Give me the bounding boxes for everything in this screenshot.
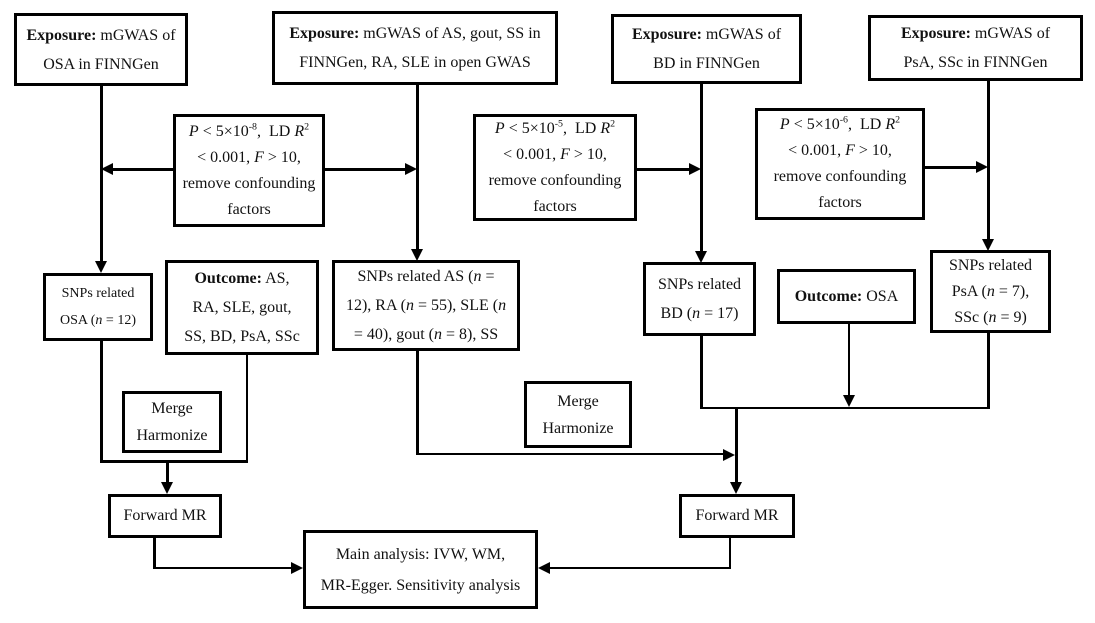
text-line: 12), RA (n = 55), SLE (n [345,297,507,314]
text-line: Harmonize [542,419,614,437]
snps-related-osa-box: SNPs related OSA (n = 12) [43,273,153,341]
text-line: PsA, SSc in FINNGen [903,54,1048,71]
merge-harmonize-box-right: Merge Harmonize [524,381,632,448]
line-forward-mr-right-down [728,538,731,569]
arrowhead-into-forward-mr-right [730,482,742,494]
text-line: P < 5×10-6, LD R2 [779,114,901,133]
exposure-psa-ssc-box: Exposure: mGWAS of PsA, SSc in FINNGen [868,15,1083,81]
arrow-filter3-to-psa-line [925,166,976,169]
line-snps-psa-down [987,333,990,409]
arrow-forward-mr-right-to-main [550,566,731,569]
text-line: OSA in FINNGen [43,55,159,73]
arrowhead-snps-as-to-bus [723,449,735,461]
line-forward-mr-left-down [153,538,156,569]
text-line: SSc (n = 9) [954,308,1027,326]
line-exposure-psa-down [987,81,990,240]
text-line: Outcome: OSA [794,287,899,305]
line-outcome-as-down [245,355,248,463]
text-line: SNPs related [61,286,135,301]
arrowhead-into-main-left [291,562,303,574]
text-line: BD in FINNGen [653,55,760,72]
text-line: FINNGen, RA, SLE in open GWAS [299,54,531,71]
text-line: Exposure: mGWAS of [26,26,176,44]
exposure-bd-box: Exposure: mGWAS of BD in FINNGen [611,14,802,84]
arrowhead-filter1-left [101,163,113,175]
text-line: remove confounding [773,168,907,185]
line-outcome-osa-down [847,324,850,396]
text-line: Forward MR [695,507,779,524]
text-line: factors [533,197,577,215]
text-line: Merge [151,400,193,417]
arrowhead-into-snps-bd [695,251,707,263]
arrowhead-into-snps-osa [95,261,107,273]
text-line: factors [818,194,862,211]
arrowhead-into-main-right [538,562,550,574]
text-line: = 40), gout (n = 8), SS [353,326,499,343]
arrowhead-into-snps-as [411,249,423,261]
line-snps-osa-down [100,341,103,463]
text-line: < 0.001, F > 10, [788,142,892,159]
bus-left-merge [100,460,248,463]
text-line: Merge [557,392,599,410]
text-line: SNPs related [948,256,1033,274]
text-line: remove confounding [182,174,316,192]
outcome-autoimmune-box: Outcome: AS, RA, SLE, gout, SS, BD, PsA,… [165,260,319,355]
text-line: PsA (n = 7), [951,282,1030,300]
text-line: Forward MR [123,507,207,524]
text-line: Outcome: AS, [194,270,290,287]
text-line: P < 5×10-5, LD R2 [494,118,616,137]
bus-right-merge [700,406,989,409]
filter-criteria-box-3: P < 5×10-6, LD R2 < 0.001, F > 10, remov… [755,108,925,220]
arrowhead-filter1-right [405,163,417,175]
text-line: Harmonize [136,427,208,444]
exposure-osa-box: Exposure: mGWAS of OSA in FINNGen [14,13,188,86]
filter-criteria-box-2: P < 5×10-5, LD R2 < 0.001, F > 10, remov… [473,114,637,221]
forward-mr-box-right: Forward MR [679,494,795,538]
text-line: SNPs related AS (n = [357,268,495,285]
line-snps-bd-down [700,336,703,409]
text-line: < 0.001, F > 10, [503,145,607,163]
arrow-filter1-to-osa-line [113,168,173,171]
snps-related-psa-ssc-box: SNPs related PsA (n = 7), SSc (n = 9) [930,250,1051,333]
text-line: Exposure: mGWAS of [631,26,782,43]
text-line: SS, BD, PsA, SSc [184,328,300,345]
main-analysis-box: Main analysis: IVW, WM, MR-Egger. Sensit… [303,530,538,609]
snps-related-bd-box: SNPs related BD (n = 17) [643,262,756,336]
text-line: Main analysis: IVW, WM, [335,545,506,563]
merge-harmonize-box-left: Merge Harmonize [122,391,222,453]
arrowhead-into-snps-psa [982,239,994,251]
arrow-filter2-to-bd-line [637,168,689,171]
arrowhead-filter3-right [976,161,988,173]
text-line: MR-Egger. Sensitivity analysis [320,576,521,594]
arrowhead-filter2-right [689,163,701,175]
forward-mr-box-left: Forward MR [108,494,222,538]
arrowhead-outcome-osa-to-bus [842,395,855,407]
snps-related-as-ra-sle-box: SNPs related AS (n = 12), RA (n = 55), S… [332,260,520,351]
text-line: OSA (n = 12) [60,313,136,328]
arrow-forward-mr-left-to-main [153,566,291,569]
text-line: P < 5×10-8, LD R2 [188,121,310,140]
arrowhead-into-forward-mr-left [161,482,173,494]
line-exposure-bd-down [700,84,703,252]
text-line: factors [227,200,271,218]
text-line: Exposure: mGWAS of AS, gout, SS in [289,25,541,42]
arrow-snps-as-to-right [416,452,724,455]
arrow-filter1-to-as-line [325,168,405,171]
text-line: BD (n = 17) [660,305,739,322]
exposure-as-gout-ss-box: Exposure: mGWAS of AS, gout, SS in FINNG… [272,11,558,85]
line-exposure-as-down [416,85,419,250]
line-snps-as-down [416,351,419,455]
text-line: remove confounding [488,171,622,189]
outcome-osa-box: Outcome: OSA [777,269,916,324]
line-bus1-to-forward-mr-left [166,462,169,483]
text-line: Exposure: mGWAS of [900,25,1051,42]
text-line: < 0.001, F > 10, [197,148,301,166]
line-bus2-to-forward-mr-right [735,409,738,483]
text-line: RA, SLE, gout, [192,299,292,316]
filter-criteria-box-1: P < 5×10-8, LD R2 < 0.001, F > 10, remov… [173,114,325,227]
text-line: SNPs related [657,276,742,293]
